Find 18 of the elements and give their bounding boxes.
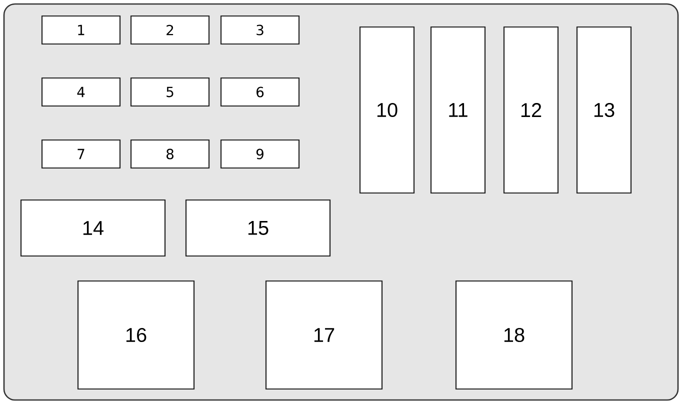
- relay-slot: 18: [455, 280, 573, 390]
- fuse-slot: 3: [220, 15, 300, 45]
- fuse-slot: 4: [41, 77, 121, 107]
- fuse-slot: 14: [20, 199, 166, 257]
- fuse-slot: 15: [185, 199, 331, 257]
- fuse-slot: 7: [41, 139, 121, 169]
- fuse-slot: 13: [576, 26, 632, 194]
- relay-slot: 16: [77, 280, 195, 390]
- fuse-slot: 11: [430, 26, 486, 194]
- fuse-slot: 12: [503, 26, 559, 194]
- fuse-slot: 8: [130, 139, 210, 169]
- fuse-slot: 9: [220, 139, 300, 169]
- fuse-slot: 6: [220, 77, 300, 107]
- fuse-slot: 5: [130, 77, 210, 107]
- fuse-slot: 1: [41, 15, 121, 45]
- relay-slot: 17: [265, 280, 383, 390]
- fuse-slot: 2: [130, 15, 210, 45]
- fuse-slot: 10: [359, 26, 415, 194]
